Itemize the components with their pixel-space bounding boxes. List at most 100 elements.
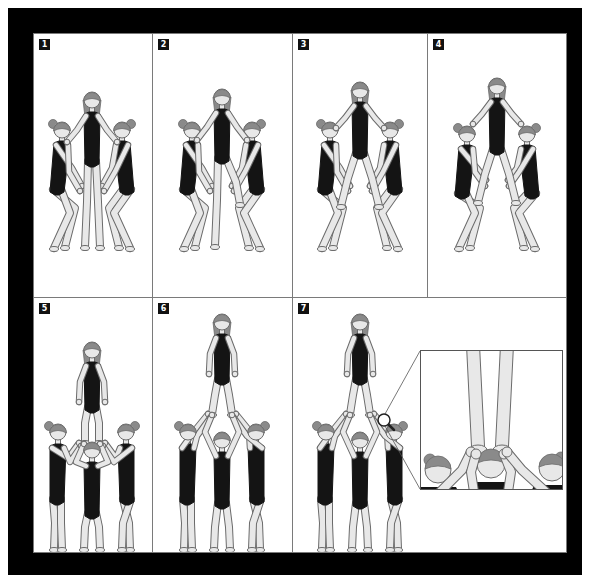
- foot: [512, 201, 521, 206]
- limb-outline: [519, 193, 536, 248]
- limb: [390, 499, 399, 549]
- hand: [194, 137, 200, 143]
- hand: [518, 121, 524, 127]
- step-panel: 4: [427, 33, 567, 298]
- step-panel: 7: [292, 297, 567, 553]
- limb: [114, 189, 131, 248]
- limb: [364, 153, 379, 206]
- foot: [96, 246, 105, 251]
- limb: [215, 158, 218, 246]
- leotard: [180, 444, 196, 505]
- hair: [489, 79, 506, 88]
- hair: [244, 123, 261, 132]
- limb-outline: [366, 106, 384, 128]
- head: [114, 122, 130, 138]
- step-panel: 1: [33, 33, 153, 298]
- limb: [191, 499, 192, 549]
- step-number: 3: [298, 39, 309, 50]
- limb: [366, 415, 377, 456]
- limb: [53, 499, 55, 549]
- head: [214, 314, 230, 330]
- limb: [183, 499, 185, 549]
- limb-outline: [114, 189, 131, 248]
- hair: [180, 425, 197, 434]
- limb-outline: [350, 379, 356, 414]
- hair: [248, 425, 265, 434]
- head: [54, 122, 70, 138]
- limb-outline: [507, 452, 546, 489]
- foot: [188, 548, 197, 553]
- limb: [61, 499, 62, 549]
- hand: [209, 412, 215, 418]
- head: [352, 314, 368, 330]
- limb-outline: [122, 499, 131, 549]
- hair: [54, 123, 71, 132]
- hair: [352, 83, 369, 92]
- limb-outline: [252, 499, 261, 549]
- hand: [64, 139, 70, 145]
- hair: [459, 127, 476, 136]
- limb-outline: [96, 161, 100, 247]
- limb: [96, 161, 100, 247]
- head: [84, 442, 100, 458]
- limb-outline: [341, 153, 356, 206]
- limb: [85, 407, 88, 442]
- limb: [67, 116, 86, 142]
- limb: [104, 145, 128, 191]
- limb-outline: [364, 153, 379, 206]
- foot: [226, 548, 235, 553]
- limb: [343, 415, 354, 456]
- limb: [364, 379, 370, 414]
- limb: [53, 189, 75, 247]
- hand: [347, 412, 353, 418]
- limb: [253, 499, 260, 549]
- limb: [352, 503, 356, 549]
- limb-outline: [67, 116, 86, 142]
- cheerleader-figure: [206, 314, 238, 418]
- hand: [229, 412, 235, 418]
- hand: [101, 188, 107, 194]
- leotard: [84, 462, 100, 519]
- limb: [507, 452, 546, 489]
- limb: [226, 158, 240, 204]
- limb-outline: [205, 415, 216, 456]
- limb-outline: [85, 161, 88, 247]
- leader-line: [385, 351, 420, 414]
- cheerleader-figure: [333, 82, 387, 210]
- cheerleader-figure: [100, 422, 139, 553]
- hand: [207, 188, 213, 194]
- head: [84, 342, 100, 358]
- cheerleader-figure: [344, 314, 376, 418]
- hand: [367, 412, 373, 418]
- limb-outline: [503, 102, 521, 124]
- step-number: 6: [158, 303, 169, 314]
- foot: [81, 246, 90, 251]
- limb-outline: [197, 113, 216, 140]
- foot: [256, 247, 265, 252]
- cheerleader-figure: [343, 412, 377, 552]
- hair: [214, 315, 231, 324]
- limb: [183, 189, 205, 247]
- hair: [114, 123, 131, 132]
- hand: [381, 125, 387, 131]
- leotard: [386, 444, 402, 505]
- hand: [471, 449, 481, 459]
- leotard: [214, 452, 230, 509]
- limb: [96, 407, 99, 442]
- foot: [474, 201, 483, 206]
- limb: [197, 113, 216, 140]
- limb-outline: [54, 189, 70, 248]
- limb-outline: [228, 113, 247, 140]
- foot: [383, 246, 392, 251]
- limb: [502, 351, 507, 446]
- step-panel: 3: [292, 33, 428, 298]
- foot: [337, 205, 346, 210]
- cheerleader-figure: [76, 342, 108, 446]
- limb: [122, 499, 131, 549]
- step-number: 2: [158, 39, 169, 50]
- hair: [214, 433, 231, 442]
- leotard: [318, 444, 334, 505]
- foot: [96, 548, 105, 553]
- limb: [85, 161, 88, 247]
